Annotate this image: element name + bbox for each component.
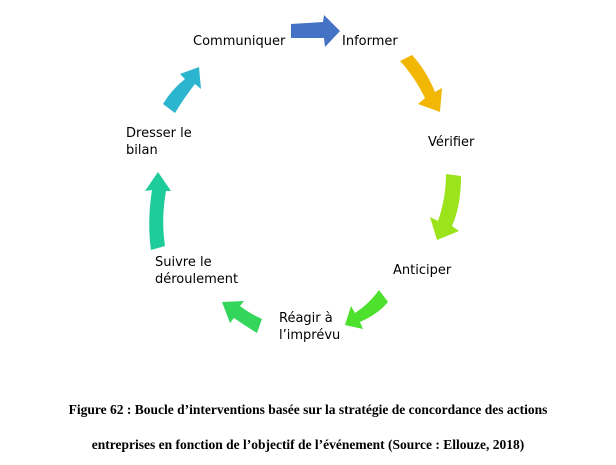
step-verifier: Vérifier (428, 135, 475, 150)
step-anticiper: Anticiper (393, 263, 452, 278)
figure-caption-line-1: Figure 62 : Boucle d’interventions basée… (68, 402, 548, 417)
figure-caption-line-2: entreprises en fonction de l’objectif de… (91, 437, 525, 452)
step-informer: Informer (342, 34, 398, 49)
step-suivre: Suivre le déroulement (155, 255, 239, 287)
arrow-informer-to-verifier (400, 55, 442, 112)
step-reagir: Réagir à l’imprévu (279, 311, 341, 343)
arrow-anticiper-to-reagir (345, 290, 388, 329)
arrow-verifier-to-anticiper (430, 174, 461, 240)
step-dresser: Dresser le bilan (126, 126, 192, 158)
arrow-reagir-to-suivre (222, 301, 262, 333)
step-communiquer: Communiquer (193, 34, 286, 49)
arrow-communiquer-to-informer (291, 15, 340, 47)
arrow-suivre-to-dresser (145, 172, 171, 250)
arrow-dresser-to-communiquer (163, 67, 201, 113)
